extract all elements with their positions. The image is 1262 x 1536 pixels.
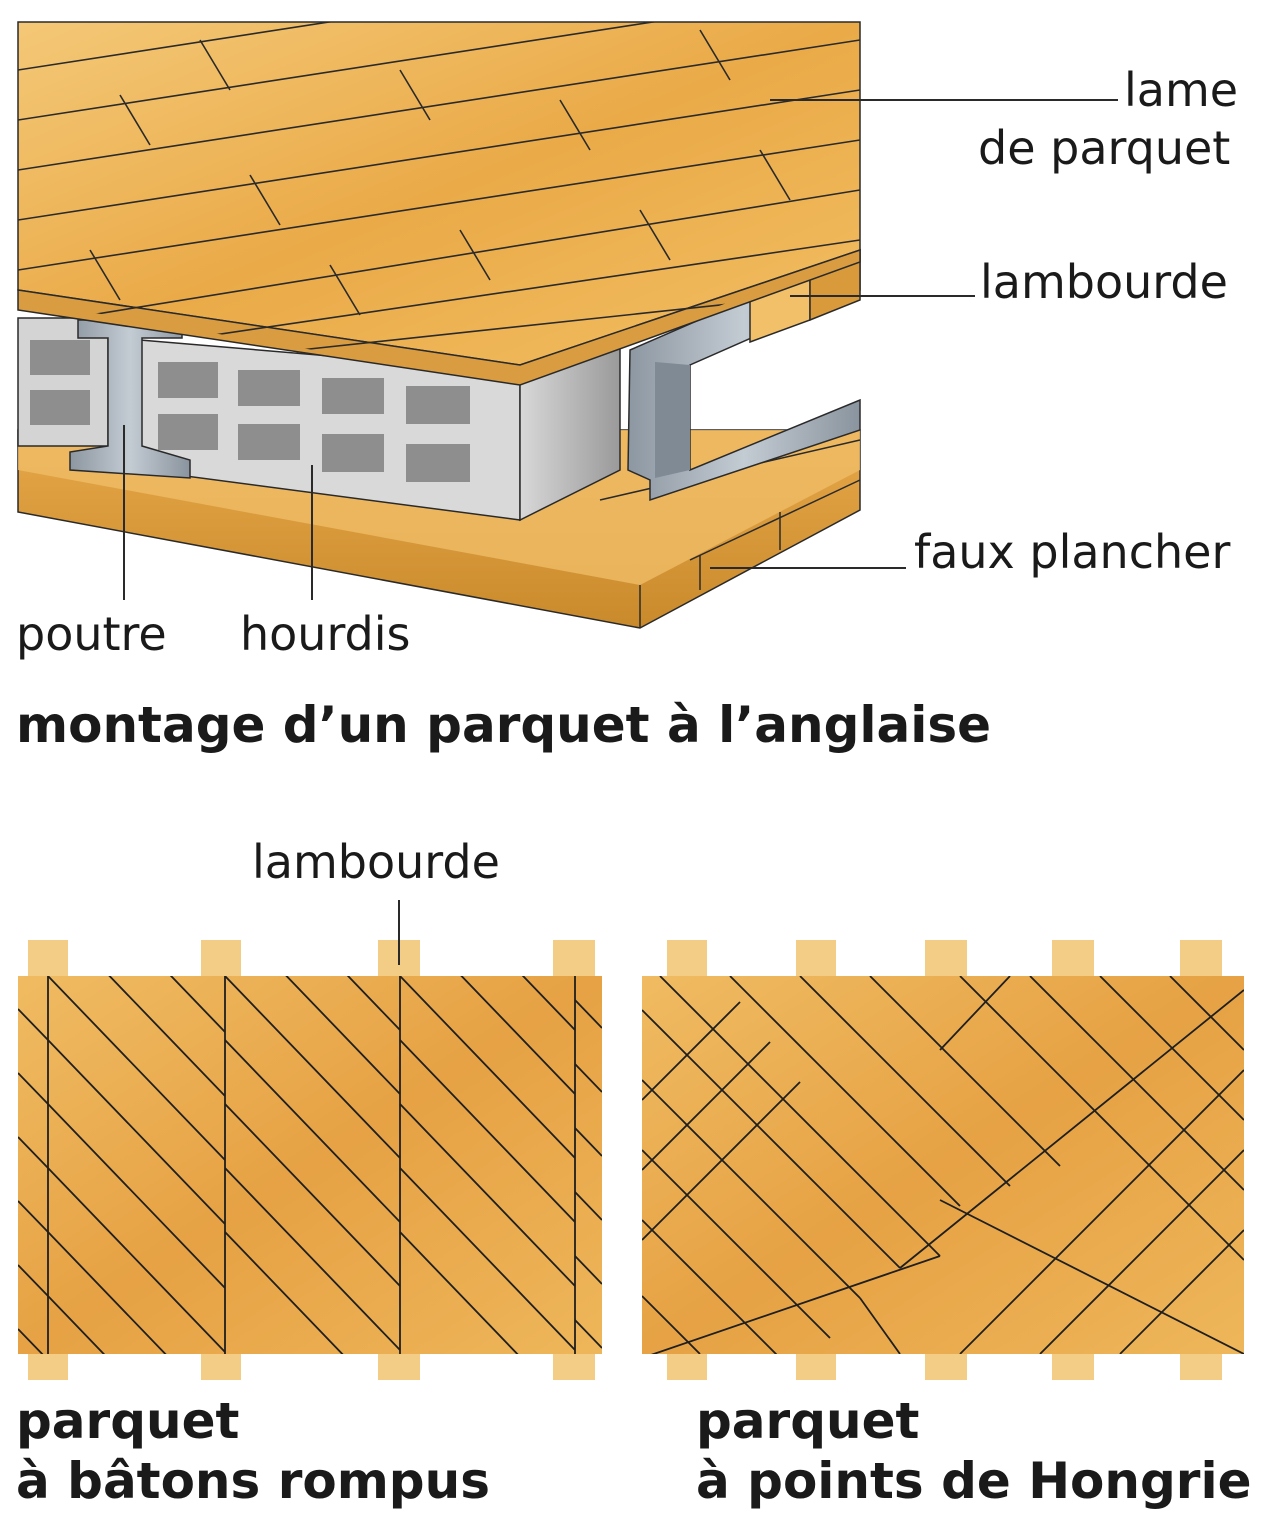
top-leader-lines — [123, 99, 1118, 600]
batons-lambourdes-top — [28, 940, 595, 976]
caption-batons-line1: parquet — [16, 1392, 240, 1450]
label-hourdis: hourdis — [240, 607, 411, 661]
caption-parquet-anglaise: montage d’un parquet à l’anglaise — [16, 696, 992, 754]
hourdis-block-left — [17, 317, 109, 447]
points-de-hongrie-diagram — [642, 940, 1244, 1380]
hourdis-block-main — [139, 328, 621, 522]
caption-batons-line2: à bâtons rompus — [16, 1452, 490, 1510]
label-lame-line1: lame — [1124, 63, 1239, 117]
label-lame-line2: de parquet — [978, 121, 1231, 175]
hongrie-lambourdes-bottom — [667, 1354, 1222, 1380]
batons-rompus-diagram — [18, 900, 602, 1380]
poutre-i-beam — [69, 319, 191, 479]
hongrie-lambourdes-top — [667, 940, 1222, 976]
label-lambourde-top: lambourde — [980, 255, 1228, 309]
caption-hongrie-line2: à points de Hongrie — [696, 1452, 1252, 1510]
floor-assembly-illustration — [17, 21, 861, 629]
label-faux-plancher: faux plancher — [914, 525, 1231, 579]
batons-lambourdes-bottom — [28, 1354, 595, 1380]
label-lambourde-bottom: lambourde — [252, 835, 500, 889]
label-poutre: poutre — [16, 607, 167, 661]
caption-hongrie-line1: parquet — [696, 1392, 920, 1450]
